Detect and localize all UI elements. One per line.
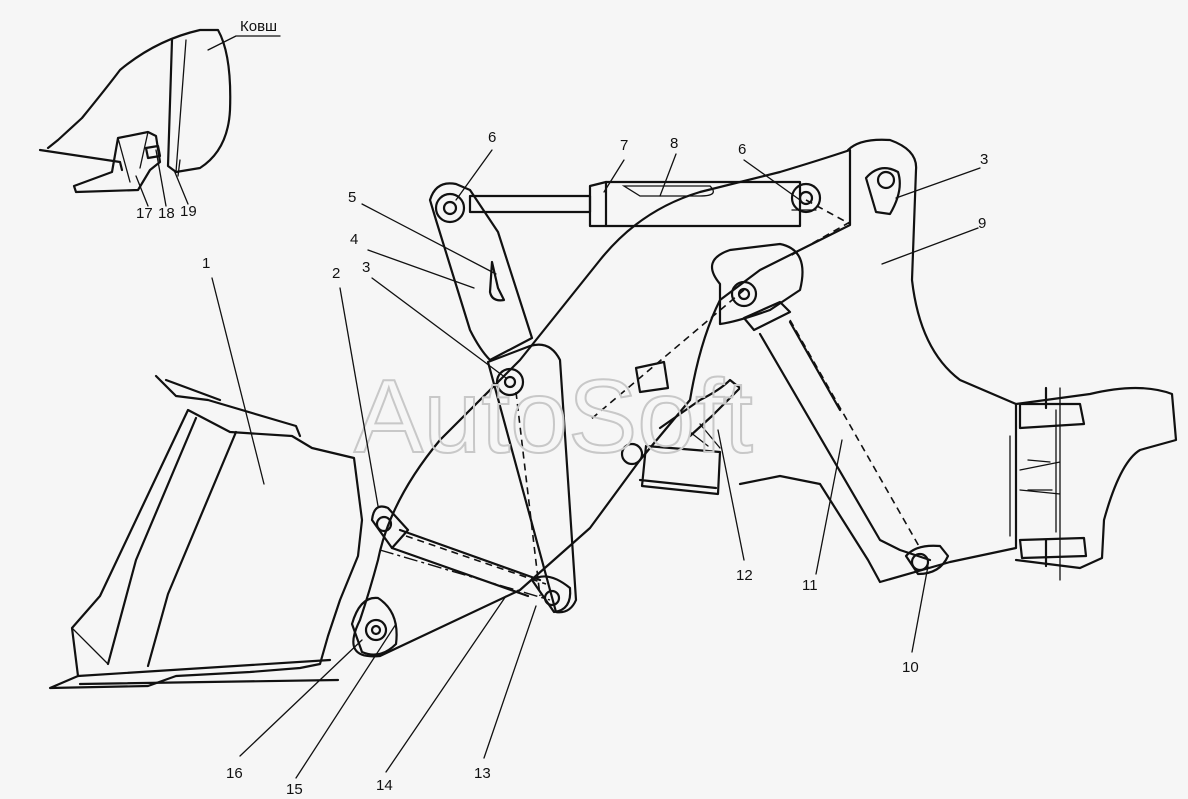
callout-14: 14 <box>376 777 393 794</box>
bucket <box>48 374 364 690</box>
watermark: AutoSoft <box>354 359 753 475</box>
pin-6a-icon <box>434 192 466 224</box>
boom-bracket <box>710 242 804 326</box>
callout-3-upper: 3 <box>980 151 988 168</box>
callout-18: 18 <box>158 205 175 222</box>
callout-12: 12 <box>736 567 753 584</box>
pin-16-icon <box>350 596 398 656</box>
callout-16: 16 <box>226 765 243 782</box>
pivot-pins <box>350 167 950 656</box>
linkage-rods <box>379 199 851 601</box>
lift-cylinder <box>742 300 932 562</box>
callout-9: 9 <box>978 215 986 232</box>
boom-arm <box>352 148 852 658</box>
bell-crank <box>428 182 578 614</box>
callout-5: 5 <box>348 189 356 206</box>
tilt-cylinder <box>468 180 802 228</box>
pin-13-icon <box>530 575 572 614</box>
callout-6-right: 6 <box>738 141 746 158</box>
callout-3-lower: 3 <box>362 259 370 276</box>
callout-15: 15 <box>286 781 303 798</box>
callout-8: 8 <box>670 135 678 152</box>
callout-2: 2 <box>332 265 340 282</box>
callout-numbers: 1 2 3 4 5 6 7 8 6 3 9 10 11 12 13 14 15 … <box>202 129 988 798</box>
valve-unit <box>620 360 742 496</box>
callout-7: 7 <box>620 137 628 154</box>
callout-11: 11 <box>802 577 818 594</box>
callout-6-left: 6 <box>488 129 496 146</box>
inset-bucket-tooth: Ковш 17 18 19 <box>38 18 281 222</box>
callout-4: 4 <box>350 231 358 248</box>
pin-3-lower-icon <box>495 367 525 397</box>
callout-19: 19 <box>180 203 197 220</box>
pin-3-upper-icon <box>864 167 901 216</box>
callout-10: 10 <box>902 659 919 676</box>
pin-2-icon <box>370 505 410 550</box>
callout-17: 17 <box>136 205 153 222</box>
inset-title: Ковш <box>240 18 277 35</box>
pin-6b-icon <box>790 182 822 214</box>
pin-boom-icon <box>730 280 758 308</box>
callout-13: 13 <box>474 765 491 782</box>
callout-1: 1 <box>202 255 210 272</box>
callout-leaders <box>211 149 981 779</box>
frame <box>738 138 1178 584</box>
